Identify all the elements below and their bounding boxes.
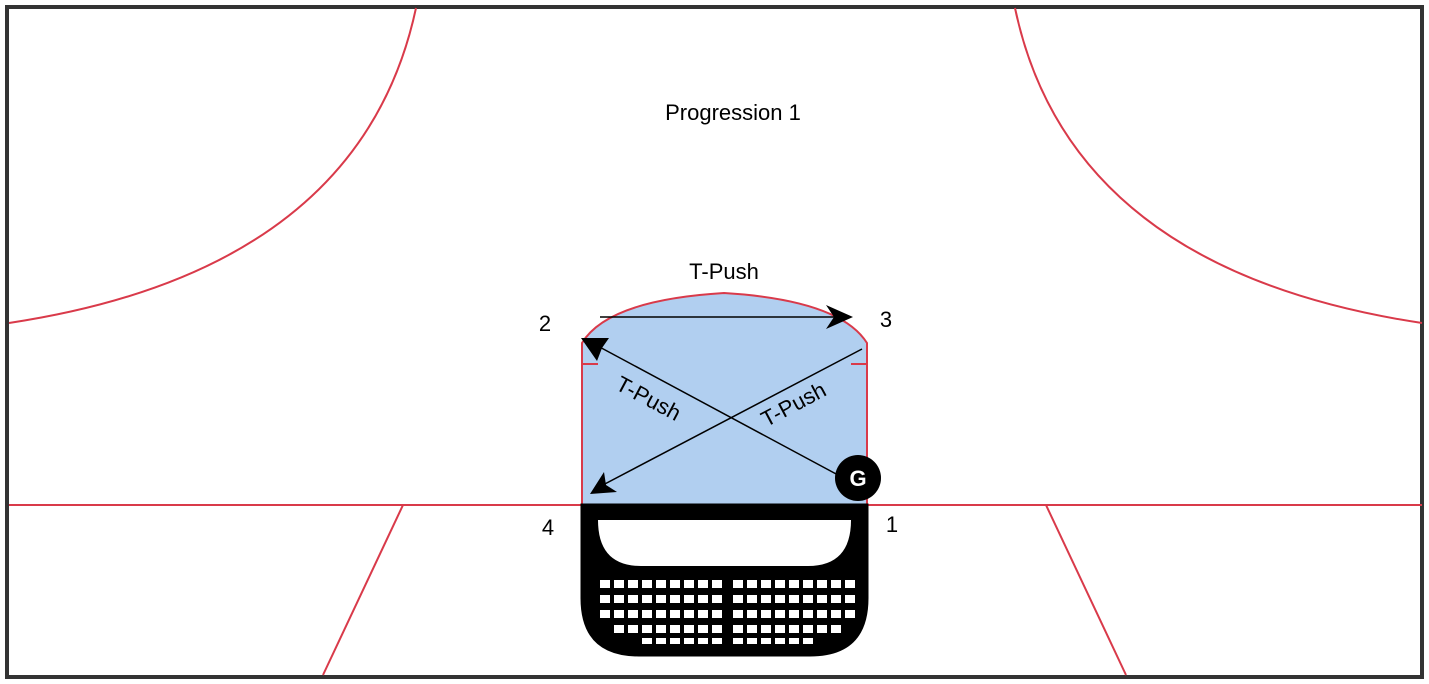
position-label-2: 2 [539,311,551,336]
trapezoid-right-line [1045,504,1127,676]
drill-title: Progression 1 [665,100,801,125]
position-label-1: 1 [886,512,898,537]
trapezoid-left-line [322,504,404,676]
hockey-net-icon [580,503,869,657]
move-label-top: T-Push [689,259,759,284]
t-push-arrow-1-to-2 [581,338,839,476]
position-label-3: 3 [880,307,892,332]
left-faceoff-circle [8,7,417,324]
t-push-arrow-3-to-4 [590,348,863,494]
position-label-4: 4 [542,515,554,540]
goalie-marker-icon: G [835,455,881,501]
goalie-letter: G [849,466,866,491]
right-faceoff-circle [1014,7,1423,324]
t-push-arrow-2-to-3 [600,305,853,329]
